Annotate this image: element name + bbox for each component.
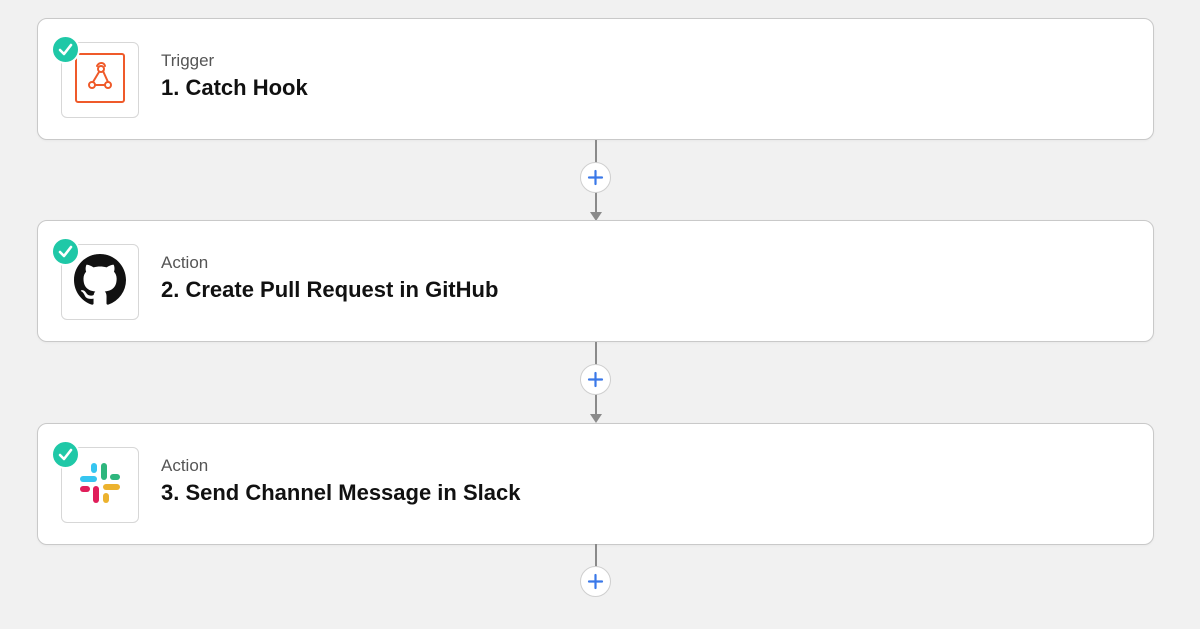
step-card-create-pull-request[interactable]: Action 2. Create Pull Request in GitHub xyxy=(37,220,1154,342)
slack-icon xyxy=(76,459,124,512)
check-icon xyxy=(51,237,80,266)
step-card-send-channel-message[interactable]: Action 3. Send Channel Message in Slack xyxy=(37,423,1154,545)
step-type-label: Action xyxy=(161,456,209,475)
step-title: 2. Create Pull Request in GitHub xyxy=(161,277,499,302)
add-step-button[interactable] xyxy=(580,566,611,597)
plus-icon xyxy=(587,169,604,186)
github-icon xyxy=(74,253,126,311)
step-type-label: Trigger xyxy=(161,51,215,70)
step-card-catch-hook[interactable]: Trigger 1. Catch Hook xyxy=(37,18,1154,140)
plus-icon xyxy=(587,573,604,590)
webhook-icon xyxy=(75,52,125,108)
app-tile xyxy=(61,42,139,118)
step-title: 3. Send Channel Message in Slack xyxy=(161,480,521,505)
add-step-button[interactable] xyxy=(580,162,611,193)
connector-line xyxy=(595,544,597,569)
step-title: 1. Catch Hook xyxy=(161,75,308,100)
check-icon xyxy=(51,440,80,469)
plus-icon xyxy=(587,371,604,388)
check-icon xyxy=(51,35,80,64)
step-type-label: Action xyxy=(161,253,209,272)
arrow-down-icon xyxy=(590,414,602,423)
add-step-button[interactable] xyxy=(580,364,611,395)
arrow-down-icon xyxy=(590,212,602,221)
